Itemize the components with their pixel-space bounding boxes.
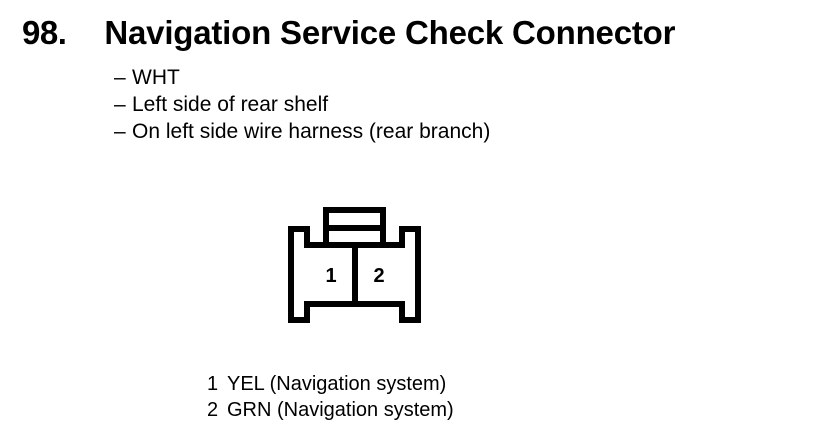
list-item-label: WHT [132,66,180,89]
list-item: – Left side of rear shelf [114,91,714,118]
legend-pin-number: 1 [207,373,219,395]
connector-outline-svg: 1 2 [288,207,421,323]
list-item-label: On left side wire harness (rear branch) [132,120,491,143]
legend-row: 1 YEL (Navigation system) [207,371,454,397]
section-number: 98. [22,14,67,51]
connector-diagram: 1 2 [283,203,438,328]
spec-list: – WHT – Left side of rear shelf – On lef… [114,64,714,145]
dash-icon: – [114,120,126,143]
section-title: Navigation Service Check Connector [104,14,676,51]
cavity-number-2: 2 [373,265,384,287]
list-item: – WHT [114,64,714,91]
list-item: – On left side wire harness (rear branch… [114,118,714,145]
dash-icon: – [114,93,126,116]
list-item-label: Left side of rear shelf [132,93,329,116]
legend-pin-number: 2 [207,399,219,421]
cavity-number-1: 1 [325,265,336,287]
dash-icon: – [114,66,126,89]
legend-pin-description: GRN (Navigation system) [227,399,454,421]
pin-legend: 1 YEL (Navigation system) 2 GRN (Navigat… [207,371,454,423]
page-title: 98. Navigation Service Check Connector [22,16,675,49]
legend-row: 2 GRN (Navigation system) [207,397,454,423]
legend-pin-description: YEL (Navigation system) [227,373,447,395]
